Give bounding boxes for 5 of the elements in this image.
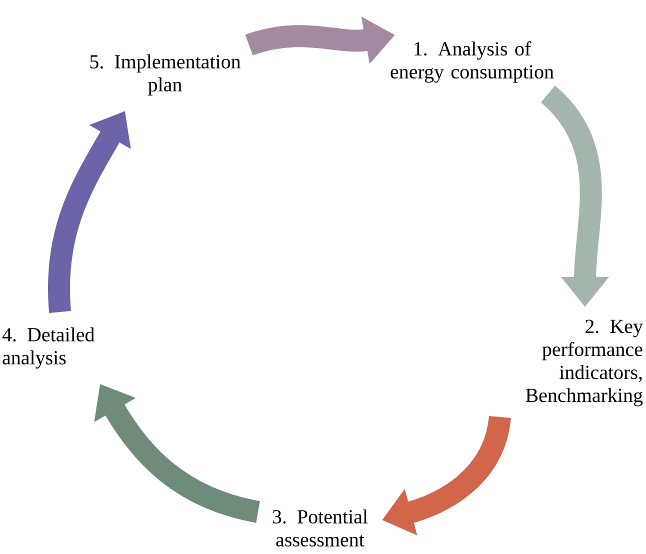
step-label: 5. Implementation plan <box>90 54 241 96</box>
step-label: 2. Key performance indicators, Benchmarking <box>526 320 643 406</box>
step-label: 3. Potential assessment <box>272 509 368 547</box>
step-label: 1. Analysis of energy consumption <box>390 41 554 83</box>
step-label: 4. Detailed analysis <box>2 327 95 369</box>
